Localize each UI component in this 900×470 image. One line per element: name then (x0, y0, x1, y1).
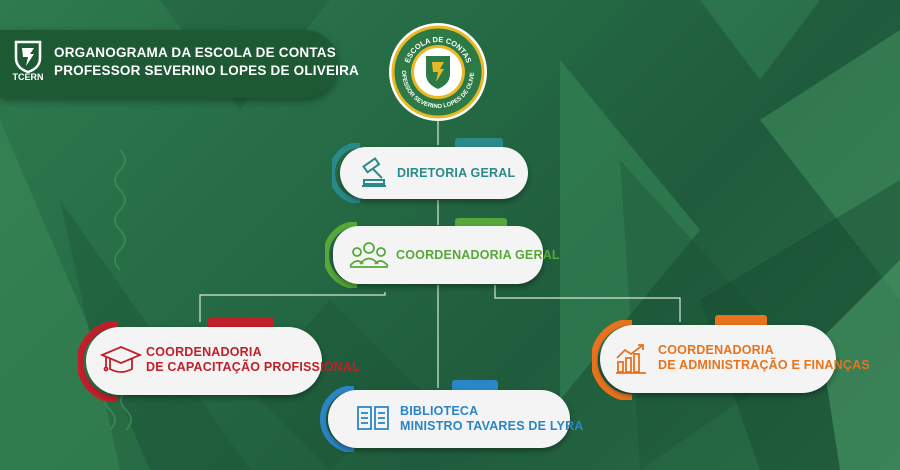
diretoria-geral-label: DIRETORIA GERAL (397, 166, 516, 180)
graduation-cap-icon (100, 346, 142, 373)
node-box (340, 147, 528, 199)
node-tab (208, 317, 274, 329)
growth-chart-icon (616, 344, 646, 374)
page-title-line-1: ORGANOGRAMA DA ESCOLA DE CONTAS (54, 45, 336, 60)
biblioteca-label-line-1: BIBLIOTECA (400, 404, 479, 418)
biblioteca-label-line-2: MINISTRO TAVARES DE LYRA (400, 419, 584, 433)
gavel-icon (362, 157, 386, 187)
node-accent-arc (332, 143, 361, 203)
node-label: COORDENADORIA GERAL (396, 248, 560, 263)
coordenadoria-geral-label: COORDENADORIA GERAL (396, 248, 560, 262)
node-tab (715, 315, 767, 327)
header-banner (0, 30, 338, 98)
node-accent-arc (320, 386, 355, 452)
capacitacao-label-line-2: DE CAPACITAÇÃO PROFISSIONAL (146, 360, 360, 374)
capacitacao-label-line-1: COORDENADORIA (146, 345, 262, 359)
page-title: ORGANOGRAMA DA ESCOLA DE CONTAS PROFESSO… (54, 44, 360, 80)
escola-de-contas-seal: ESCOLA DE CONTAS PROFESSOR SEVERINO LOPE… (388, 22, 487, 121)
node-label: COORDENADORIA DE ADMINISTRAÇÃO E FINANÇA… (658, 343, 870, 373)
node-box (333, 226, 543, 284)
node-accent-arc (325, 222, 358, 288)
people-group-icon (349, 242, 389, 268)
node-label: DIRETORIA GERAL (397, 166, 515, 181)
node-label: BIBLIOTECA MINISTRO TAVARES DE LYRA (400, 404, 584, 434)
open-book-icon (357, 406, 389, 430)
node-accent-arc (78, 322, 119, 402)
node-label: COORDENADORIA DE CAPACITAÇÃO PROFISSIONA… (146, 345, 360, 375)
node-accent-arc (592, 320, 633, 400)
administracao-label-line-1: COORDENADORIA (658, 343, 774, 357)
node-tab (452, 380, 498, 392)
page-title-line-2: PROFESSOR SEVERINO LOPES DE OLIVEIRA (54, 63, 360, 78)
tcern-logo-icon (14, 40, 42, 74)
administracao-label-line-2: DE ADMINISTRAÇÃO E FINANÇAS (658, 358, 870, 372)
tcern-logo-text: TCERN (12, 72, 44, 82)
node-box (328, 390, 570, 448)
